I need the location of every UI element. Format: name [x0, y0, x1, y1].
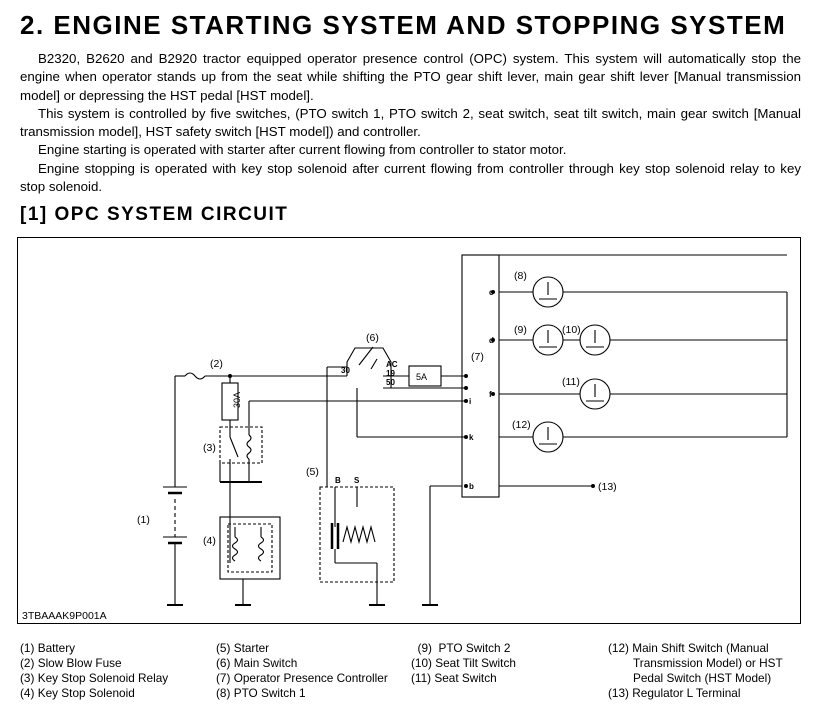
legend-item: (5) Starter	[216, 641, 270, 655]
solenoid-symbol	[219, 516, 281, 605]
label-regulator: (13)	[598, 481, 617, 493]
label-5a: 5A	[416, 372, 427, 382]
label-battery: (1)	[137, 514, 150, 526]
label-terminal-i: i	[469, 397, 471, 406]
legend-item: (11) Seat Switch	[411, 671, 497, 685]
label-terminal-k: k	[469, 433, 474, 442]
legend-item: (9) PTO Switch 2	[411, 641, 511, 655]
starter-symbol	[319, 367, 395, 605]
section-title: [1] OPC SYSTEM CIRCUIT	[20, 204, 289, 225]
main-switch-symbol	[327, 346, 467, 438]
page-title: 2. ENGINE STARTING SYSTEM AND STOPPING S…	[20, 10, 787, 40]
legend-item: (2) Slow Blow Fuse	[20, 656, 122, 670]
legend-item: (12) Main Shift Switch (Manual	[608, 641, 769, 655]
legend-item: (3) Key Stop Solenoid Relay	[20, 671, 169, 685]
paragraph: Engine starting is operated with starter…	[38, 142, 567, 158]
paragraph: B2320, B2620 and B2920 tractor equipped …	[20, 51, 801, 103]
legend-item: (1) Battery	[20, 641, 76, 655]
legend-item: (7) Operator Presence Controller	[216, 671, 388, 685]
legend-column-1: (1) Battery (2) Slow Blow Fuse (3) Key S…	[20, 641, 168, 701]
battery-symbol	[163, 376, 187, 605]
label-main-switch: (6)	[366, 332, 379, 344]
pto-switch-2-symbol	[532, 324, 564, 356]
label-relay: (3)	[203, 442, 216, 454]
seat-tilt-switch-symbol	[579, 324, 611, 356]
label-solenoid: (4)	[203, 535, 216, 547]
legend-item: (6) Main Switch	[216, 656, 298, 670]
label-terminal-ac: AC	[386, 360, 398, 369]
legend-item: (13) Regulator L Terminal	[608, 686, 741, 700]
label-controller: (7)	[471, 351, 484, 363]
pto-switch-1-symbol	[532, 276, 564, 308]
figure-code: 3TBAAAK9P001A	[22, 610, 107, 622]
label-seat-tilt-switch: (10)	[562, 324, 581, 336]
main-shift-switch-symbol	[532, 421, 564, 453]
legend-item: Transmission Model) or HST	[633, 656, 783, 670]
paragraph: This system is controlled by five switch…	[20, 105, 801, 140]
label-fuse: (2)	[210, 358, 223, 370]
legend-column-3: (9) PTO Switch 2 (10) Seat Tilt Switch (…	[411, 641, 516, 686]
label-terminal-50: 50	[386, 378, 395, 387]
label-30a: 30A	[232, 392, 242, 408]
label-terminal-b: B	[335, 476, 341, 485]
label-seat-switch: (11)	[562, 376, 580, 388]
label-terminal-c: c	[489, 288, 494, 297]
label-pto-switch-2: (9)	[514, 324, 527, 336]
label-terminal-s: S	[354, 476, 360, 485]
legend-item: (8) PTO Switch 1	[216, 686, 306, 700]
slow-blow-fuse-symbol	[175, 372, 347, 380]
label-terminal-19: 19	[386, 369, 395, 378]
terminal-dots	[228, 290, 595, 488]
label-pto-switch-1: (8)	[514, 270, 527, 282]
label-main-shift-switch: (12)	[512, 419, 531, 431]
paragraph: Engine stopping is operated with key sto…	[20, 160, 801, 195]
label-terminal-d: d	[489, 336, 494, 345]
diagram-frame	[17, 237, 801, 624]
legend-item: (4) Key Stop Solenoid	[20, 686, 135, 700]
label-terminal-30: 30	[341, 366, 350, 375]
label-starter: (5)	[306, 466, 319, 478]
relay-symbol	[219, 400, 467, 563]
label-terminal-b2: b	[469, 482, 474, 491]
opc-circuit-diagram: (1) (2) (3) (4) (5) (6) (7) (8) (9) (10)…	[137, 254, 788, 606]
legend-item: (10) Seat Tilt Switch	[411, 656, 516, 670]
seat-switch-symbol	[579, 378, 611, 410]
legend-column-4: (12) Main Shift Switch (Manual Transmiss…	[608, 641, 783, 701]
ground-symbols	[167, 481, 438, 606]
intro-text: B2320, B2620 and B2920 tractor equipped …	[20, 50, 801, 196]
label-terminal-f: f	[489, 390, 492, 399]
controller-symbol	[429, 254, 788, 605]
legend-column-2: (5) Starter (6) Main Switch (7) Operator…	[216, 641, 388, 701]
legend-item: Pedal Switch (HST Model)	[633, 671, 772, 685]
